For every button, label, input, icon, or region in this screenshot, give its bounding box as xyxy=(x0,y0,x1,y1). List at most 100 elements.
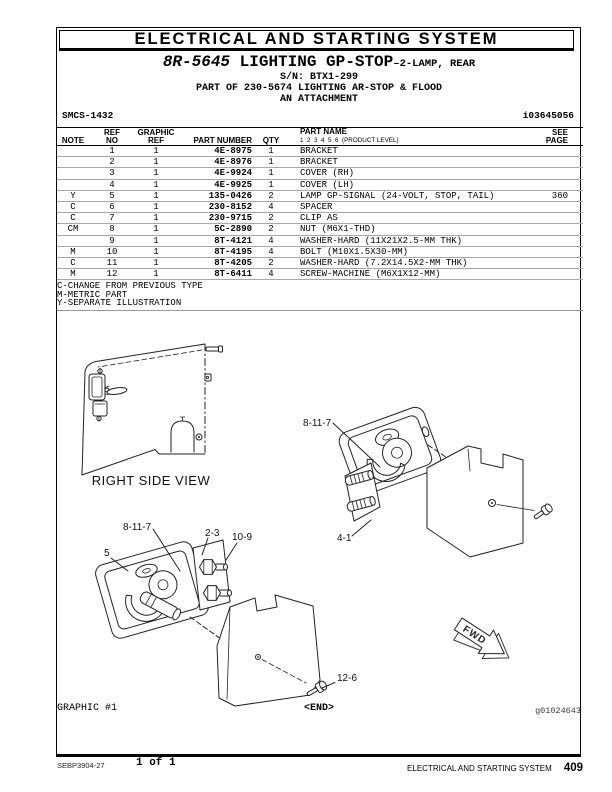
cell-note: CM xyxy=(67,224,79,235)
rear-cover-bottom xyxy=(216,594,321,707)
footer-page-count: 1 of 1 xyxy=(136,757,176,769)
cell-graphic-ref: 1 xyxy=(153,235,159,246)
table-row: CM 8 1 5C-2890 2 NUT (M6X1-THD) xyxy=(57,224,583,236)
footer-page-number: 409 xyxy=(563,762,583,774)
cell-see-page: 360 xyxy=(551,190,568,201)
table-row: Y 5 1 135-0426 2 LAMP GP-SIGNAL (24-VOLT… xyxy=(57,191,583,202)
stop-lamp-assembly-bottom-drawing: 8-11-7 2-3 10-9 5 12-6 xyxy=(95,522,357,707)
threaded-stud-2 xyxy=(346,495,376,512)
cell-ref-no: 12 xyxy=(106,269,118,280)
cell-part-number: 4E-9925 xyxy=(214,179,252,190)
doc-id: i03645056 xyxy=(522,110,574,121)
cell-part-name: SPACER xyxy=(300,201,333,212)
cell-ref-no: 5 xyxy=(109,190,115,201)
smcs-row: SMCS-1432 i03645056 xyxy=(62,110,574,121)
cell-qty: 4 xyxy=(268,235,274,246)
cell-graphic-ref: 1 xyxy=(153,179,159,190)
cover-screw-hole xyxy=(488,499,496,507)
cell-part-number: 8T-4205 xyxy=(214,257,252,268)
arch-cutout xyxy=(170,420,195,453)
cell-note: C xyxy=(70,257,76,268)
callout-bolt-washer: 10-9 xyxy=(232,532,252,543)
legend-line-y: Y-SEPARATE ILLUSTRATION xyxy=(57,298,182,309)
cell-note: C xyxy=(70,213,76,224)
callout-bolt-stack-bottom: 8-11-7 xyxy=(123,522,152,533)
cell-ref-no: 2 xyxy=(109,157,115,168)
callout-bracket-bottom: 2-3 xyxy=(205,528,220,539)
side-tab xyxy=(204,373,212,382)
cell-ref-no: 8 xyxy=(109,224,115,235)
attachment-line: AN ATTACHMENT xyxy=(279,94,358,105)
lamp-lever xyxy=(106,387,128,395)
cell-part-number: 4E-8975 xyxy=(214,146,252,156)
page-border xyxy=(56,27,581,757)
cell-ref-no: 1 xyxy=(109,146,115,156)
cell-qty: 2 xyxy=(268,224,274,235)
stop-lamp-assembly-top-drawing: 8-11-7 4-1 xyxy=(303,406,553,558)
part-of-line: PART OF 230-5674 LIGHTING AR-STOP & FLOO… xyxy=(195,83,443,94)
table-row: 1 1 4E-8975 1 BRACKET xyxy=(57,146,583,158)
header-note: NOTE xyxy=(61,136,85,145)
cell-part-name: BRACKET xyxy=(300,157,338,168)
serial-number-range: S/N: BTX1-299 xyxy=(279,72,358,83)
cell-part-number: 8T-4121 xyxy=(214,235,252,246)
cell-part-name: LAMP GP-SIGNAL (24-VOLT, STOP, TAIL) xyxy=(300,190,495,201)
panel-outline-left xyxy=(81,343,206,476)
cell-qty: 1 xyxy=(268,157,274,168)
end-marker: <END> xyxy=(303,703,334,714)
leader-bolt-washer xyxy=(225,542,238,561)
rear-cover-top xyxy=(426,445,524,558)
cell-part-name: NUT (M6X1-THD) xyxy=(300,224,376,235)
hex-bolt-1 xyxy=(199,559,228,575)
side-tab-screw xyxy=(205,375,210,380)
cover-screw-top xyxy=(533,503,553,520)
assembly-suffix: –2-LAMP, REAR xyxy=(393,58,476,70)
leader-lamp xyxy=(110,557,129,572)
section-title-bar: ELECTRICAL AND STARTING SYSTEM xyxy=(59,29,574,51)
table-row: C 7 1 230-9715 2 CLIP AS xyxy=(57,213,583,225)
cell-graphic-ref: 1 xyxy=(153,213,159,224)
cell-ref-no: 6 xyxy=(109,201,115,212)
lamp-housing-bottom xyxy=(95,541,209,639)
cell-ref-no: 4 xyxy=(109,179,115,190)
panel-outline-bottom xyxy=(81,449,206,476)
cell-note: C xyxy=(70,201,76,212)
graphic-number-label: GRAPHIC #1 xyxy=(57,703,118,714)
table-row: M 10 1 8T-4195 4 BOLT (M10X1.5X30-MM) xyxy=(57,247,583,258)
legend-line-c: C-CHANGE FROM PREVIOUS TYPE xyxy=(57,281,203,292)
header-product-level: 1 2 3 4 5 6 (PRODUCT LEVEL) xyxy=(300,137,399,144)
cell-ref-no: 11 xyxy=(106,257,118,268)
cell-note: Y xyxy=(70,190,76,201)
footer-section-title: ELECTRICAL AND STARTING SYSTEM xyxy=(407,764,552,773)
u-strap xyxy=(366,458,406,482)
cell-graphic-ref: 1 xyxy=(153,190,159,201)
cell-graphic-ref: 1 xyxy=(153,257,159,268)
table-body: 1 1 4E-8975 1 BRACKET 2 1 4E-8976 1 BRAC… xyxy=(57,146,583,281)
cell-part-number: 8T-4195 xyxy=(214,246,252,257)
leader-bracket-bottom xyxy=(201,537,209,556)
assembly-title: 8R-5645 LIGHTING GP-STOP–2-LAMP, REAR xyxy=(56,53,582,71)
cell-qty: 1 xyxy=(268,179,274,190)
note-legend: C-CHANGE FROM PREVIOUS TYPE M-METRIC PAR… xyxy=(57,280,583,312)
cell-part-name: BOLT (M10X1.5X30-MM) xyxy=(300,246,409,257)
cell-qty: 4 xyxy=(268,269,274,280)
cell-graphic-ref: 1 xyxy=(153,224,159,235)
cell-graphic-ref: 1 xyxy=(153,146,159,156)
cell-ref-no: 3 xyxy=(109,168,115,179)
cell-graphic-ref: 1 xyxy=(153,246,159,257)
callout-bracket-top: 4-1 xyxy=(337,533,352,544)
cell-note: M xyxy=(70,269,76,280)
cell-qty: 1 xyxy=(268,146,274,156)
housing-stud xyxy=(421,426,430,437)
assembly-line-bottom xyxy=(189,616,229,645)
cell-part-number: 230-9715 xyxy=(208,213,252,224)
cell-part-number: 4E-9924 xyxy=(214,168,252,179)
smcs-code: SMCS-1432 xyxy=(62,110,114,121)
right-side-view-drawing: RIGHT SIDE VIEW xyxy=(81,343,223,488)
lamp-connector xyxy=(139,591,182,621)
cell-graphic-ref: 1 xyxy=(153,168,159,179)
